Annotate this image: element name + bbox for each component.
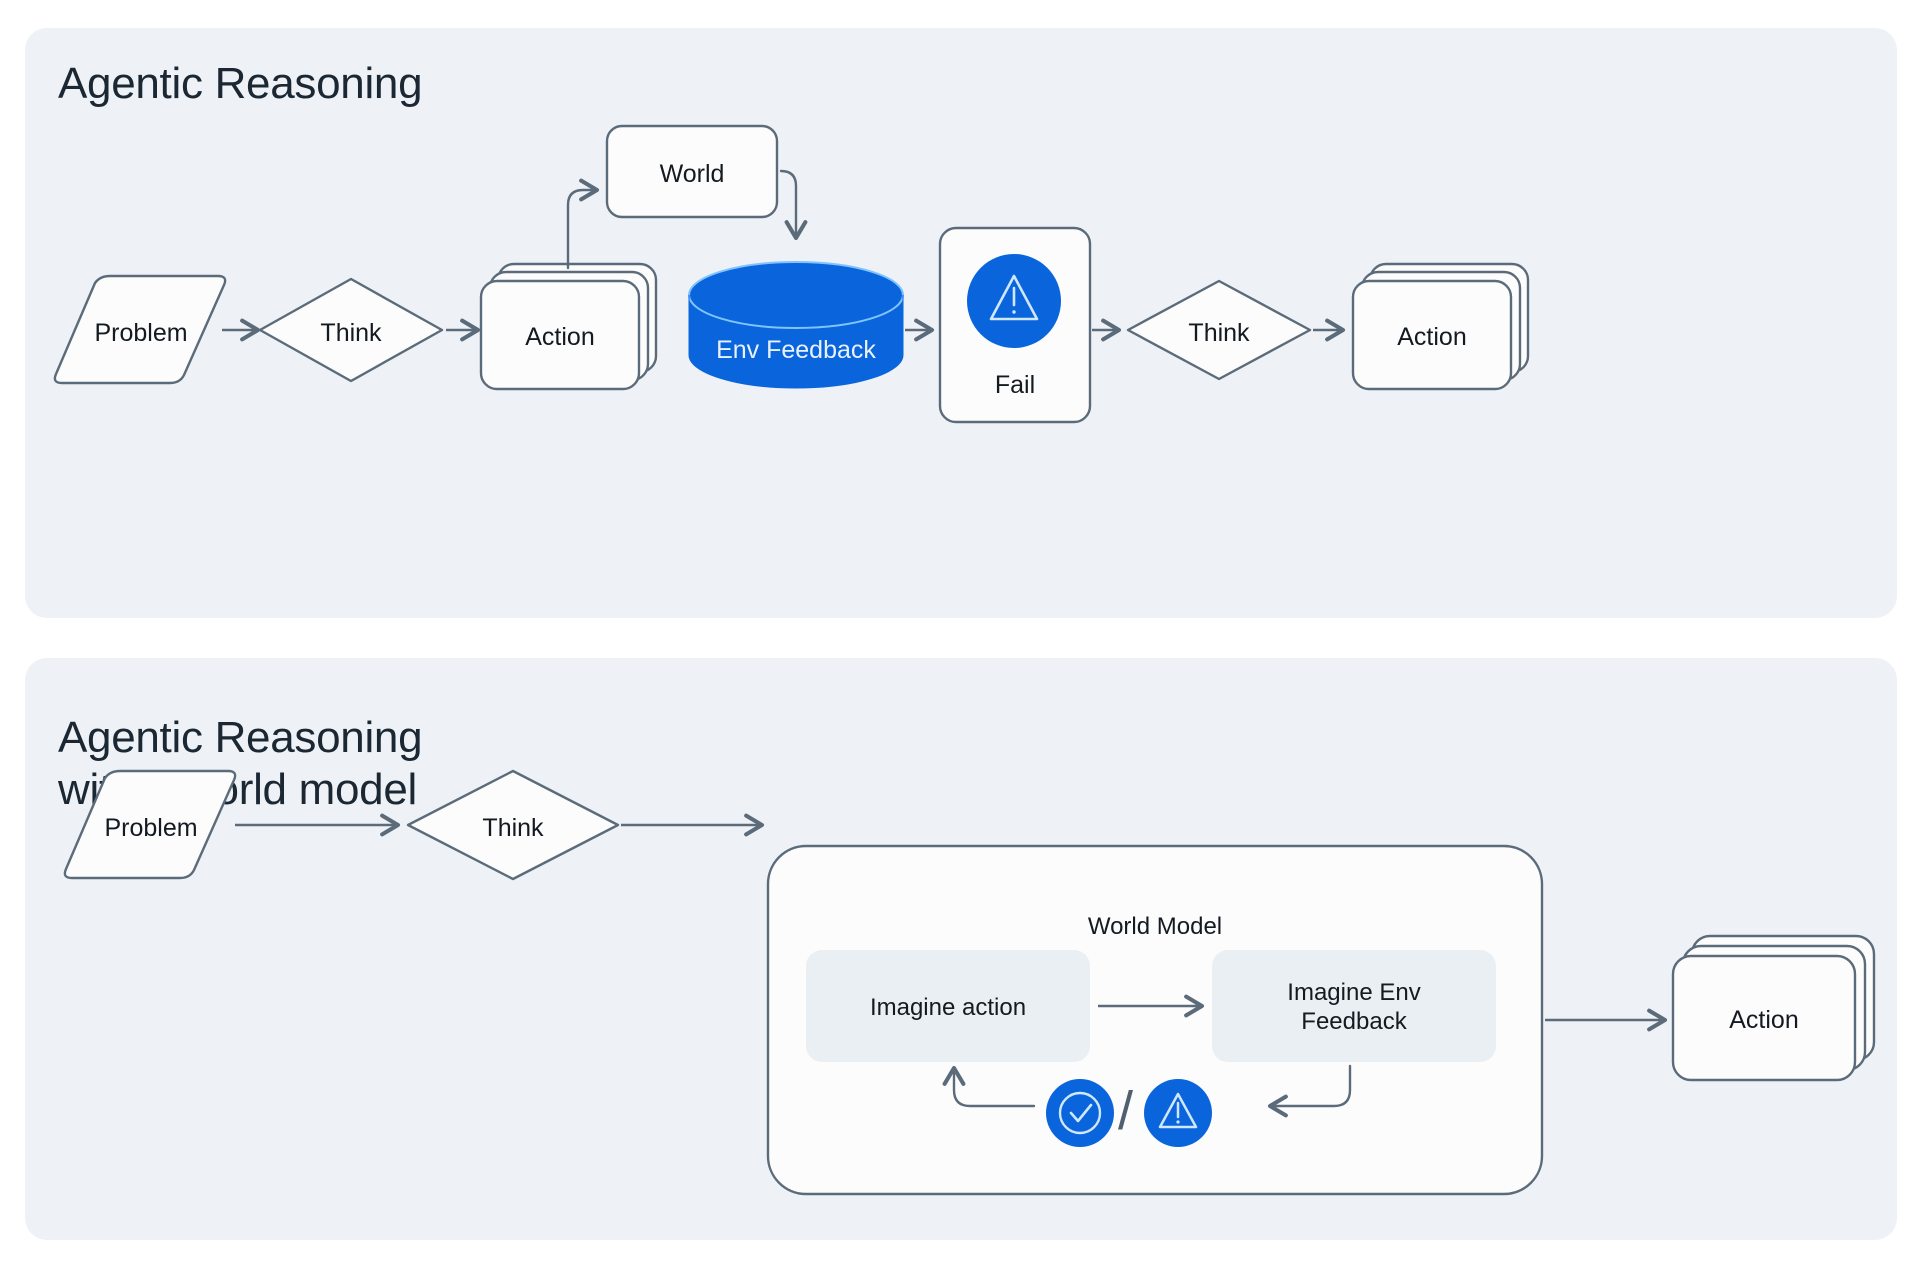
panel-2-title: Agentic Reasoning with a world model [58, 713, 423, 814]
panel-agentic-reasoning [25, 28, 1897, 618]
panel-1-title: Agentic Reasoning [58, 59, 423, 108]
label-separator-slash: / [1118, 1081, 1134, 1141]
